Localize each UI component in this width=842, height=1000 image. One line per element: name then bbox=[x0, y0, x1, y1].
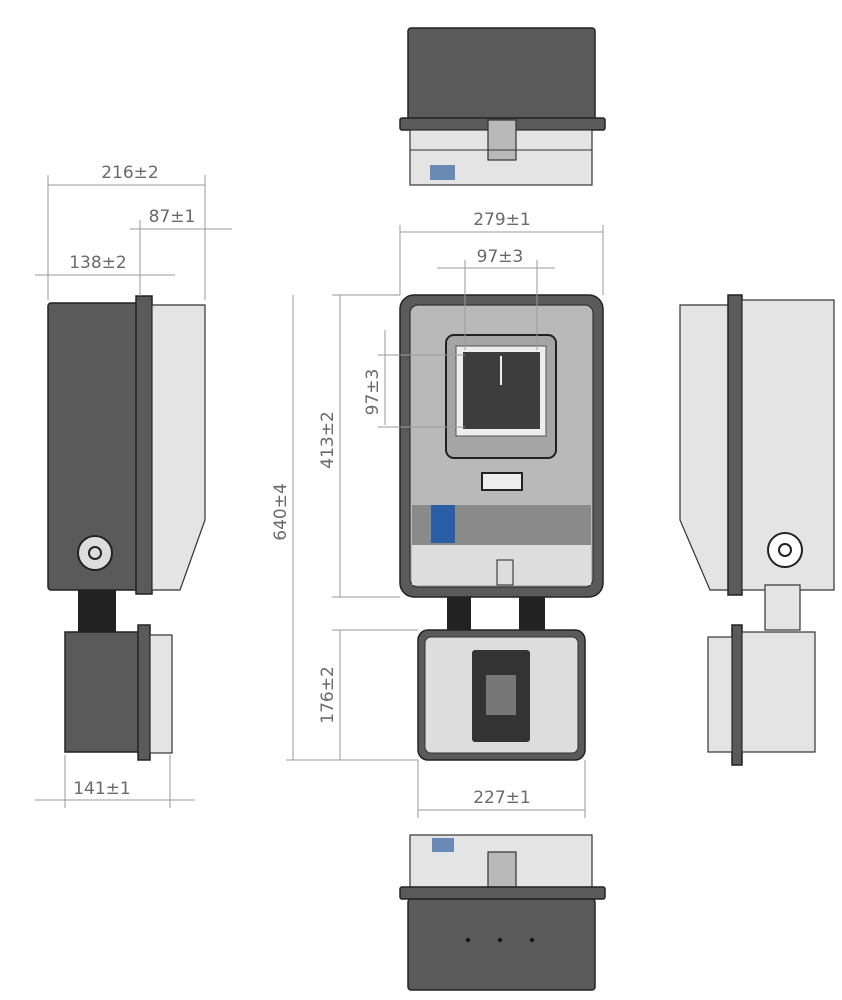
dim-97-height: 97±3 bbox=[363, 369, 383, 416]
bottom-view bbox=[399, 834, 606, 991]
dim-413: 413±2 bbox=[318, 411, 338, 469]
dim-216: 216±2 bbox=[101, 163, 159, 183]
dimension-lines bbox=[35, 175, 604, 818]
dim-87: 87±1 bbox=[149, 207, 196, 227]
dim-279: 279±1 bbox=[473, 210, 531, 230]
dim-640: 640±4 bbox=[271, 483, 291, 541]
dim-227: 227±1 bbox=[473, 788, 531, 808]
front-view bbox=[399, 294, 604, 761]
top-view bbox=[399, 27, 606, 186]
dim-97-width: 97±3 bbox=[477, 247, 524, 267]
right-side-view bbox=[679, 294, 835, 766]
dim-138: 138±2 bbox=[69, 253, 127, 273]
dim-141: 141±1 bbox=[73, 779, 131, 799]
left-side-view bbox=[47, 295, 206, 761]
dim-176: 176±2 bbox=[318, 666, 338, 724]
